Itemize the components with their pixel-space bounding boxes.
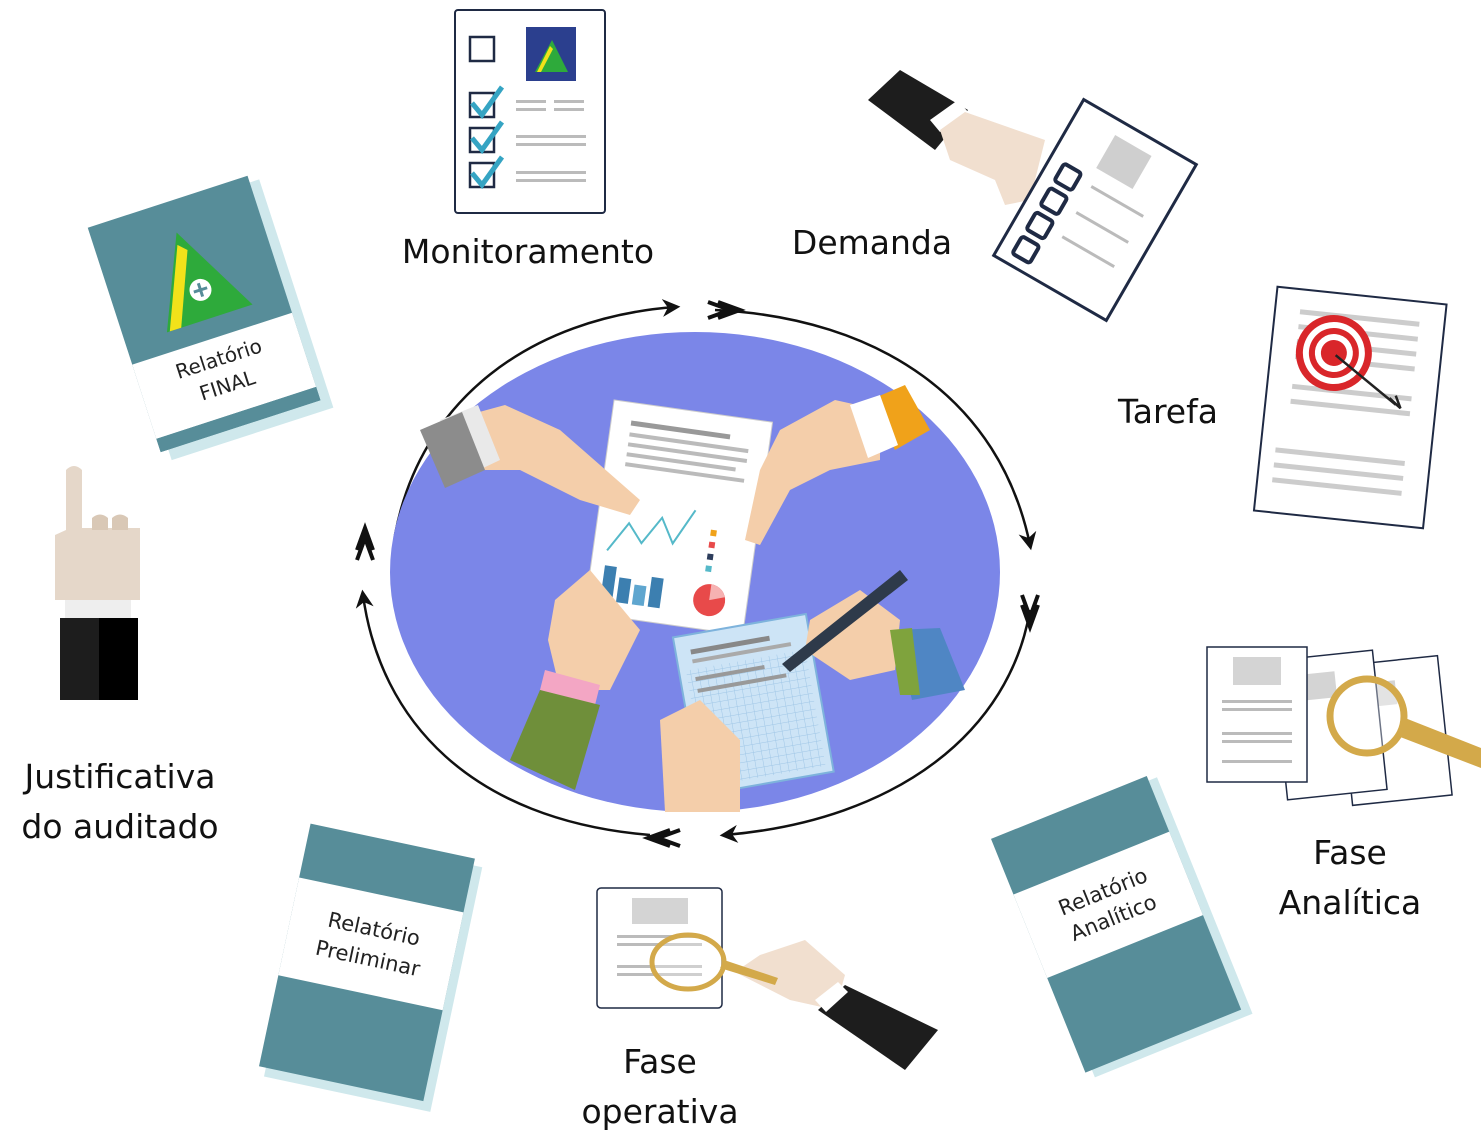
- checklist-document-icon: [454, 9, 606, 214]
- label-monitoramento: Monitoramento: [378, 227, 678, 277]
- raised-finger-hand-icon: [55, 466, 140, 700]
- relatorio-final-book-icon: Relatório FINAL: [87, 175, 334, 461]
- hand-with-magnifier-icon: [596, 887, 938, 1070]
- label-justificativa: Justificativa do auditado: [0, 752, 240, 852]
- label-fase-operativa-line-2: operativa: [581, 1092, 739, 1131]
- label-tarefa-text: Tarefa: [1118, 392, 1218, 431]
- label-tarefa: Tarefa: [1098, 387, 1238, 437]
- team-meeting-illustration: [390, 332, 1000, 812]
- target-document-icon: [1252, 285, 1448, 530]
- label-justificativa-line-1: Justificativa: [24, 757, 216, 796]
- cycle-arrows-icon: [355, 298, 1040, 848]
- label-demanda-text: Demanda: [791, 223, 953, 262]
- hand-holding-checklist-icon: [868, 70, 1199, 323]
- magnified-documents-icon: [1206, 646, 1481, 807]
- label-fase-operativa-line-1: Fase: [623, 1042, 697, 1081]
- label-monitoramento-text: Monitoramento: [401, 232, 655, 271]
- label-fase-operativa: Fase operativa: [560, 1037, 760, 1137]
- relatorio-analitico-book-icon: Relatório Analítico: [991, 775, 1253, 1078]
- label-justificativa-line-2: do auditado: [21, 807, 219, 846]
- label-demanda: Demanda: [772, 218, 972, 268]
- relatorio-preliminar-book-icon: Relatório Preliminar: [259, 823, 483, 1112]
- label-fase-analitica: Fase Analítica: [1255, 828, 1445, 928]
- label-fase-analitica-line-1: Fase: [1313, 833, 1387, 872]
- label-fase-analitica-line-2: Analítica: [1278, 883, 1422, 922]
